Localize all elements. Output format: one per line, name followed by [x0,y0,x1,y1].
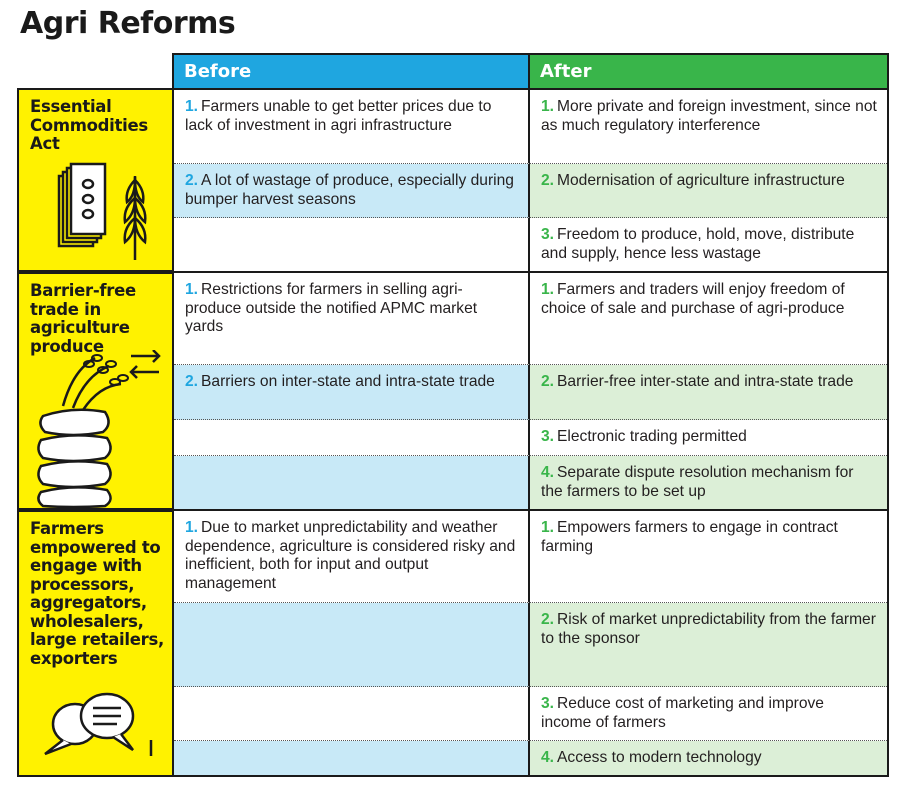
after-item: 1.Empowers farmers to engage in contract… [530,511,887,603]
after-item: 1.More private and foreign investment, s… [530,90,887,164]
money-and-wheat-icon [57,162,147,260]
before-item: 2.A lot of wastage of produce, especiall… [174,164,530,218]
after-item: 3.Reduce cost of marketing and improve i… [530,687,887,741]
column-header-after: After [528,53,889,90]
after-item: 2.Modernisation of agriculture infrastru… [530,164,887,218]
speech-bubbles-icon [44,692,153,756]
before-item-empty [174,603,530,687]
section-title: Essential Commodities Act [30,97,148,153]
before-item-empty [174,218,530,272]
after-item: 3.Freedom to produce, hold, move, distri… [541,226,855,262]
grain-sacks-exchange-icon [37,350,161,508]
before-item: 1.Restrictions for farmers in selling ag… [174,273,530,365]
section-label-farmers-empowered: Farmers empowered to engage with process… [17,510,174,777]
before-item: 1.Due to market unpredictability and wea… [174,511,530,603]
after-item: 2.Barrier-free inter-state and intra-sta… [530,365,887,420]
column-header-before: Before [172,53,530,90]
section-title: Farmers empowered to engage with process… [30,519,164,668]
before-item: 2.Barriers on inter-state and intra-stat… [174,365,530,420]
section-label-barrier-free-trade: Barrier-free trade in agriculture produc… [17,272,174,510]
after-item: 2.Risk of market unpredictability from t… [530,603,887,687]
before-item-empty [174,456,530,510]
section-divider [17,271,889,273]
section-divider [17,509,889,511]
after-item: 4.Access to modern technology [530,741,887,777]
page-title: Agri Reforms [20,6,236,41]
section-title: Barrier-free trade in agriculture produc… [30,281,136,356]
before-item-empty [174,420,530,456]
after-item: 3.Electronic trading permitted [530,420,887,456]
before-item: 1.Farmers unable to get better prices du… [174,90,530,164]
before-item-empty [174,741,530,777]
before-item-empty [174,687,530,741]
section-label-essential-commodities: Essential Commodities Act [17,88,174,272]
after-item: 4.Separate dispute resolution mechanism … [530,456,887,510]
after-item: 1.Farmers and traders will enjoy freedom… [530,273,887,365]
